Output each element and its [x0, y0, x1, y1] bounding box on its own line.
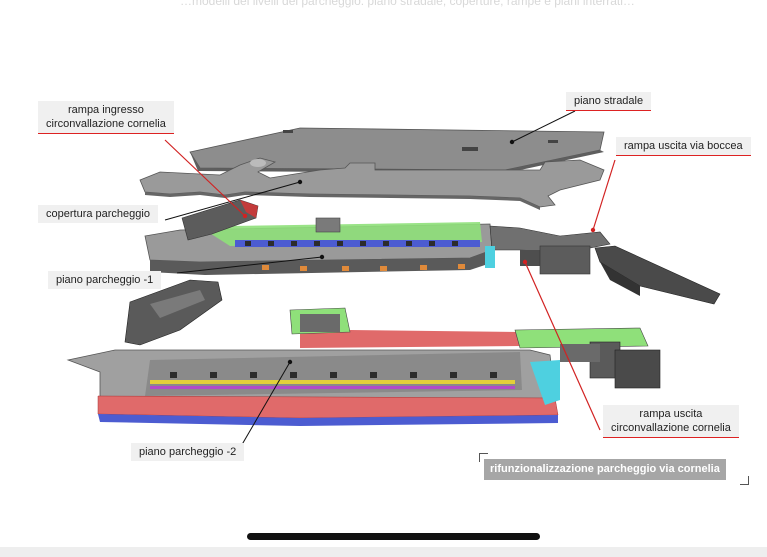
- label-rampa-ingresso: rampa ingresso circonvallazione cornelia: [38, 101, 174, 134]
- project-title: rifunzionalizzazione parcheggio via corn…: [484, 459, 726, 480]
- callout-lines: [164, 110, 576, 449]
- label-rampa-uscita-boccea: rampa uscita via boccea: [616, 137, 751, 156]
- label-piano-parcheggio-1-text: piano parcheggio -1: [56, 274, 154, 286]
- label-rampa-ingresso-line1: rampa ingresso: [68, 104, 144, 116]
- top-caption: …modelli dei livelli del parcheggio: pia…: [180, 0, 635, 8]
- parking-level-minus-2: [66, 279, 661, 426]
- home-indicator[interactable]: [247, 533, 540, 540]
- label-rampa-uscita-line1: rampa uscita: [639, 408, 703, 420]
- label-rampa-uscita-cornelia: rampa uscita circonvallazione cornelia: [603, 405, 739, 438]
- label-copertura-parcheggio: copertura parcheggio: [38, 205, 158, 223]
- label-rampa-uscita-boccea-text: rampa uscita via boccea: [624, 140, 743, 152]
- bottom-strip: [0, 547, 767, 557]
- label-piano-parcheggio-2: piano parcheggio -2: [131, 443, 245, 461]
- callout-dots: [287, 139, 515, 365]
- callout-lines-red: [164, 139, 616, 431]
- label-piano-parcheggio-2-text: piano parcheggio -2: [139, 446, 237, 458]
- title-corner-top-left: [479, 453, 488, 462]
- callout-dots-red: [242, 213, 596, 265]
- label-piano-parcheggio-1: piano parcheggio -1: [48, 271, 162, 289]
- label-rampa-ingresso-line2: circonvallazione cornelia: [46, 118, 166, 130]
- label-rampa-uscita-line2: circonvallazione cornelia: [611, 422, 731, 434]
- roof-slab: [139, 157, 605, 210]
- label-copertura-parcheggio-text: copertura parcheggio: [46, 208, 150, 220]
- parking-level-minus-1: [144, 199, 721, 305]
- title-corner-bottom-right: [740, 476, 749, 485]
- label-piano-stradale: piano stradale: [566, 92, 652, 111]
- label-piano-stradale-text: piano stradale: [574, 95, 644, 107]
